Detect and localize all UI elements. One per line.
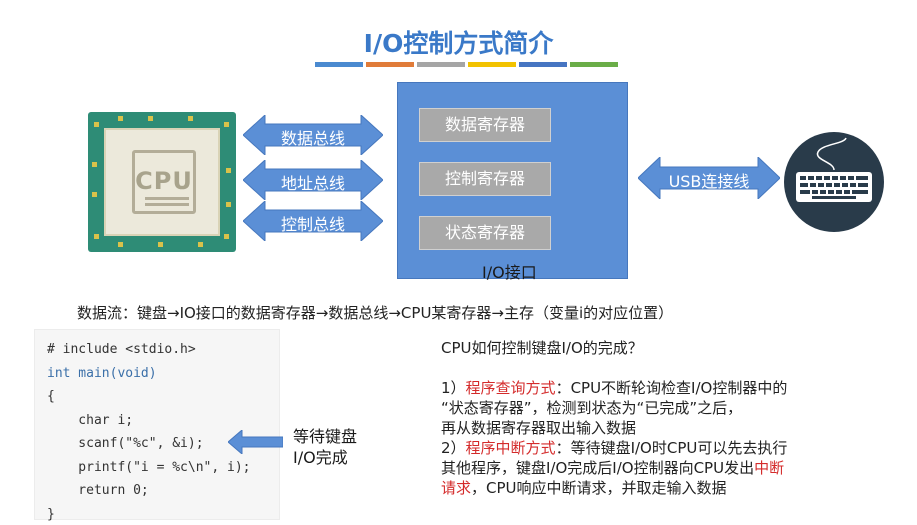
keyboard-icon bbox=[784, 132, 884, 232]
cpu-pin bbox=[226, 168, 231, 173]
item1-line1: 1）程序查询方式：CPU不断轮询检查I/O控制器中的 bbox=[441, 378, 911, 398]
cpu-chip-core: CPU bbox=[104, 128, 220, 236]
code-line: scanf("%c", &i); bbox=[47, 436, 204, 451]
cpu-pin bbox=[226, 202, 231, 207]
item2-line1: 2）程序中断方式：等待键盘I/O时CPU可以先去执行 bbox=[441, 438, 911, 458]
io-control-explanation: CPU如何控制键盘I/O的完成？ 1）程序查询方式：CPU不断轮询检查I/O控制… bbox=[441, 338, 911, 498]
cpu-line bbox=[145, 197, 189, 200]
title-bar-1 bbox=[315, 62, 363, 67]
item1-prefix: 1） bbox=[441, 379, 466, 397]
code-line: # include <stdio.h> bbox=[47, 342, 196, 357]
title-bar-5 bbox=[519, 62, 567, 67]
cpu-pin bbox=[224, 234, 229, 239]
address-bus-arrow: 地址总线 bbox=[243, 160, 383, 200]
cpu-pin bbox=[118, 116, 123, 121]
data-bus-arrow: 数据总线 bbox=[243, 115, 383, 155]
title-bar-6 bbox=[570, 62, 618, 67]
cpu-pin bbox=[148, 116, 153, 121]
usb-cable-arrow: USB连接线 bbox=[638, 157, 780, 199]
code-line: return 0; bbox=[47, 483, 149, 498]
code-block: # include <stdio.h> int main(void) { cha… bbox=[34, 329, 280, 522]
data-flow-text: 数据流：键盘→IO接口的数据寄存器→数据总线→CPU某寄存器→主存（变量i的对应… bbox=[77, 304, 674, 322]
cpu-pin bbox=[94, 234, 99, 239]
code-line: } bbox=[47, 506, 55, 522]
title-underline-bars bbox=[315, 62, 618, 67]
polling-method-term: 程序查询方式 bbox=[465, 379, 556, 397]
io-interface-box: 数据寄存器 控制寄存器 状态寄存器 I/O接口 bbox=[397, 82, 628, 282]
item2-text: ：等待键盘I/O时CPU可以先去执行 bbox=[555, 439, 788, 457]
cpu-pin bbox=[92, 162, 97, 167]
item2-line3: 请求，CPU响应中断请求，并取走输入数据 bbox=[441, 478, 911, 498]
item2-prefix: 2） bbox=[441, 439, 466, 457]
cpu-chip-die: CPU bbox=[132, 150, 196, 214]
status-register: 状态寄存器 bbox=[419, 216, 551, 250]
slide-title: I/O控制方式简介 bbox=[363, 29, 554, 58]
code-line: { bbox=[47, 389, 55, 404]
item1-line2: “状态寄存器”，检测到状态为“已完成”之后， bbox=[441, 399, 743, 417]
control-bus-arrow: 控制总线 bbox=[243, 201, 383, 241]
cpu-label: CPU bbox=[135, 167, 193, 195]
cpu-pin bbox=[198, 242, 203, 247]
data-register: 数据寄存器 bbox=[419, 108, 551, 142]
cpu-line bbox=[145, 203, 189, 206]
item2-line2: 其他程序，键盘I/O完成后I/O控制器向CPU发出中断 bbox=[441, 458, 911, 478]
code-line: printf("i = %c\n", i); bbox=[47, 459, 251, 475]
wait-label-line: I/O完成 bbox=[293, 448, 348, 467]
cpu-pin bbox=[188, 116, 193, 121]
code-line: int main(void) bbox=[47, 365, 157, 381]
request-term: 请求 bbox=[441, 479, 472, 497]
code-line: char i; bbox=[47, 412, 134, 428]
cpu-chip-icon: CPU bbox=[88, 112, 236, 252]
title-bar-4 bbox=[468, 62, 516, 67]
item1-text: ：CPU不断轮询检查I/O控制器中的 bbox=[555, 379, 788, 397]
cpu-pin bbox=[92, 192, 97, 197]
item2-text: ，CPU响应中断请求，并取走输入数据 bbox=[471, 479, 727, 497]
io-interface-label: I/O接口 bbox=[482, 263, 537, 282]
wait-arrow bbox=[228, 430, 283, 454]
title-bar-3 bbox=[417, 62, 465, 67]
control-register: 控制寄存器 bbox=[419, 162, 551, 196]
address-bus-label: 地址总线 bbox=[280, 174, 345, 193]
interrupt-method-term: 程序中断方式 bbox=[465, 439, 556, 457]
control-bus-label: 控制总线 bbox=[280, 215, 345, 234]
cpu-pin bbox=[224, 122, 229, 127]
cpu-pin bbox=[94, 122, 99, 127]
usb-cable-label: USB连接线 bbox=[668, 172, 750, 191]
cpu-pin bbox=[158, 242, 163, 247]
title-bar-2 bbox=[366, 62, 414, 67]
data-bus-label: 数据总线 bbox=[280, 129, 345, 148]
cpu-pin bbox=[118, 242, 123, 247]
question-text: CPU如何控制键盘I/O的完成？ bbox=[441, 339, 643, 357]
wait-label-line: 等待键盘 bbox=[293, 427, 358, 446]
interrupt-term: 中断 bbox=[754, 459, 785, 477]
item1-line3: 再从数据寄存器取出输入数据 bbox=[441, 419, 637, 437]
wait-io-label: 等待键盘 I/O完成 bbox=[293, 426, 357, 468]
item2-text: 其他程序，键盘I/O完成后I/O控制器向CPU发出 bbox=[441, 459, 755, 477]
